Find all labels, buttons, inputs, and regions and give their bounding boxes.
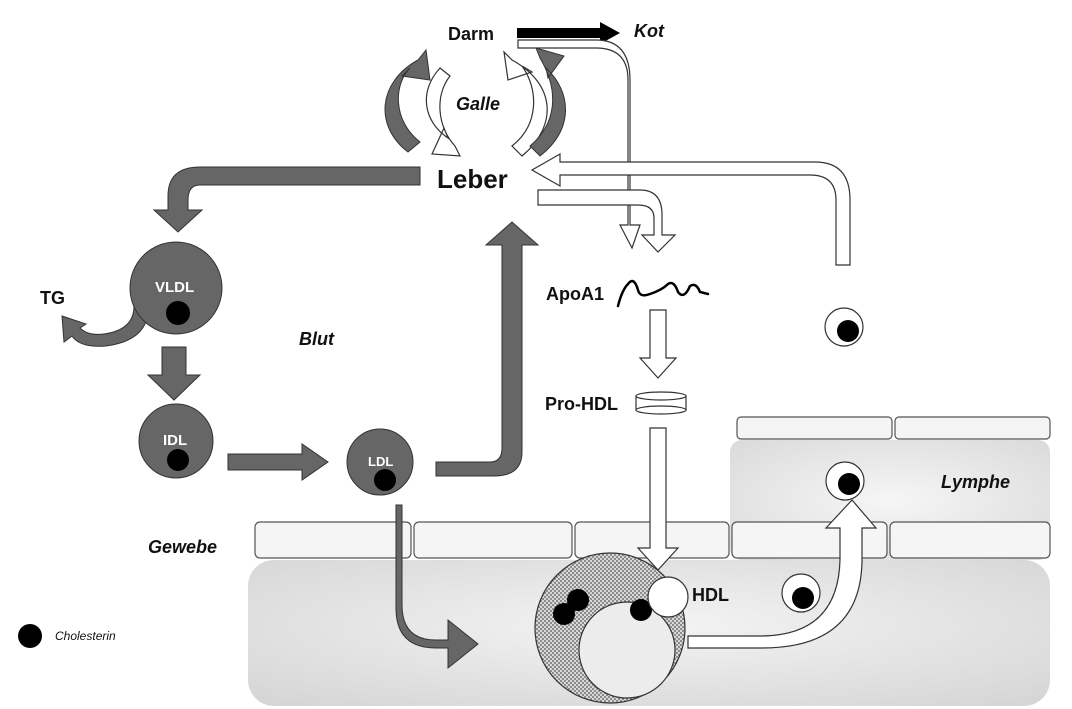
ldl-particle — [346, 428, 414, 496]
tissue-to-lymph-arrow — [687, 499, 878, 649]
darm-to-apoa1-arrow — [517, 39, 641, 250]
foam-cell — [534, 552, 686, 704]
label-apoa1: ApoA1 — [546, 284, 604, 304]
vldl-to-idl-arrow — [146, 346, 202, 401]
cholesterol-carrier-tissue — [781, 573, 821, 613]
prohdl-to-hdl-arrow — [636, 427, 680, 571]
tissue-cell-bar — [254, 521, 412, 559]
ldl-to-leber-arrow — [435, 221, 540, 477]
label-lymphe: Lymphe — [941, 472, 1010, 492]
label-kot: Kot — [634, 21, 665, 41]
label-leber: Leber — [437, 164, 508, 194]
label-gewebe: Gewebe — [148, 537, 217, 557]
bile-arrow-left-grey — [384, 48, 431, 153]
label-idl: IDL — [163, 432, 187, 449]
apoa1-to-prohdl-arrow — [638, 309, 678, 379]
label-galle: Galle — [456, 94, 500, 114]
bile-arrow-right-grey — [529, 47, 566, 157]
bile-arrow-left-white — [425, 67, 462, 157]
leber-to-apoa1-arrow — [537, 189, 677, 253]
label-darm: Darm — [448, 24, 494, 44]
label-prohdl: Pro-HDL — [545, 394, 618, 414]
label-blut: Blut — [299, 329, 335, 349]
idl-particle — [138, 403, 214, 479]
vldl-to-tg-arrow — [61, 305, 149, 347]
lymph-cell-bar — [736, 416, 893, 440]
hdl-particle — [647, 576, 689, 618]
idl-to-ldl-arrow — [227, 443, 329, 481]
lymph-to-leber-arrow — [530, 152, 851, 266]
label-vldl: VLDL — [155, 279, 194, 296]
apoa1-squiggle — [616, 279, 710, 308]
prohdl-disk — [635, 391, 687, 415]
vldl-particle — [129, 241, 223, 335]
cholesterol-carrier-lymph — [825, 461, 865, 501]
tissue-cell-bar — [413, 521, 573, 559]
bile-arrow-right-white — [503, 50, 548, 157]
label-hdl: HDL — [692, 585, 729, 605]
legend-cholesterol-dot — [18, 624, 42, 648]
ldl-to-tissue-arrow — [395, 504, 479, 670]
legend-cholesterin-label: Cholesterin — [55, 629, 116, 643]
cholesterol-carrier-blood — [824, 307, 864, 347]
darm-to-kot-arrow — [517, 22, 620, 44]
leber-to-vldl-arrow — [152, 166, 421, 233]
tissue-cell-bar — [889, 521, 1051, 559]
label-tg: TG — [40, 288, 65, 308]
lymph-cell-bar — [894, 416, 1051, 440]
label-ldl: LDL — [368, 454, 393, 469]
